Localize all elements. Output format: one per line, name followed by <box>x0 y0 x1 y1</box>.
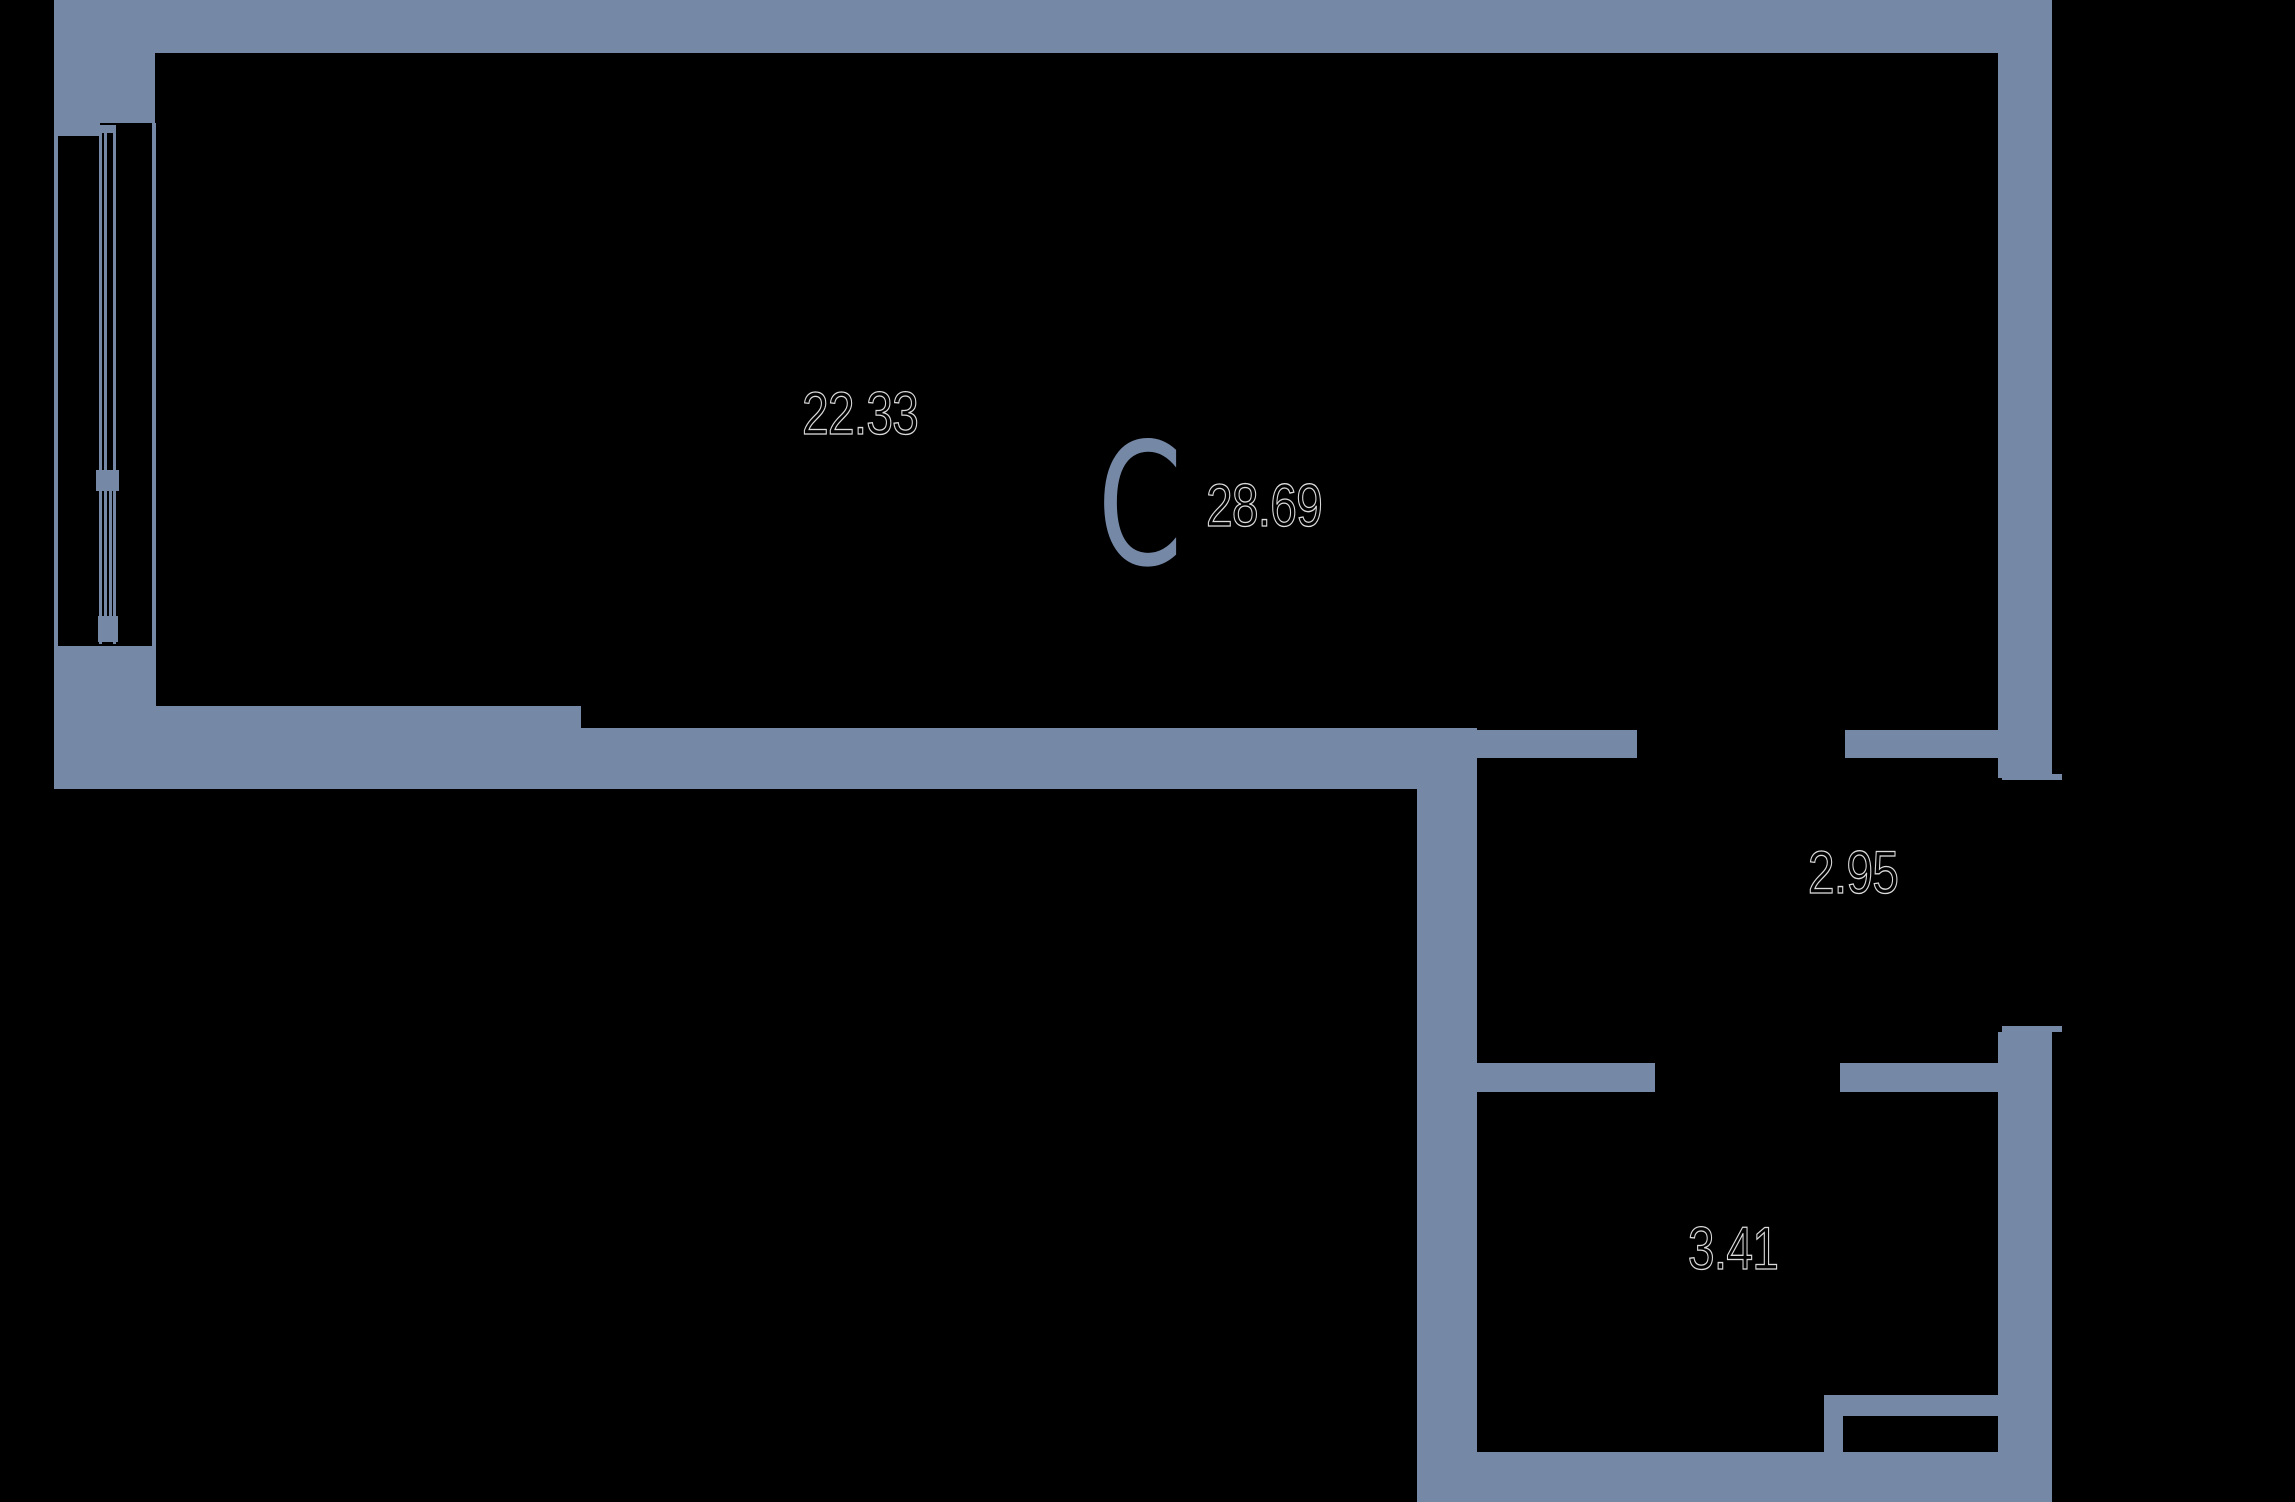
window-frame-bottom-cap <box>98 616 118 642</box>
hallway-area-label: 2.95 <box>1807 839 1899 906</box>
window-frame-right-line <box>113 125 116 644</box>
bath-door-jamb-left <box>1650 1063 1655 1092</box>
wall-hallway-left <box>1417 728 1477 1502</box>
wall-bottom-left-thick <box>54 706 581 789</box>
partition-bath-north-left <box>1477 1063 1650 1092</box>
apartment-type-letter: С <box>1097 407 1183 606</box>
entry-door-jamb-top <box>2002 774 2062 780</box>
window-frame-left-line <box>99 125 102 644</box>
window-frame-top-cap <box>99 125 116 133</box>
window-mullion-block <box>96 470 119 491</box>
wall-left-corner-block <box>54 0 155 123</box>
window-sill-step <box>54 123 100 136</box>
window-frame-inner-line <box>104 132 107 638</box>
duct-shaft-stub <box>1824 1395 1843 1452</box>
bath-door-jamb-right <box>1840 1063 1845 1092</box>
wall-bottom <box>1417 1452 2052 1502</box>
wall-right-lower <box>1998 1032 2052 1502</box>
wall-right-upper <box>1998 0 2052 778</box>
window-outer-face-line <box>54 135 58 646</box>
window-casement-line <box>109 488 112 618</box>
apartment-total-area-label: 28.69 <box>1205 472 1323 539</box>
wall-bottom-mid <box>581 728 1477 789</box>
entry-door-jamb-bottom <box>2002 1026 2062 1032</box>
duct-shaft-strip <box>1843 1395 2002 1416</box>
partition-bath-north-right <box>1845 1063 2002 1092</box>
living-room-area-label: 22.33 <box>801 380 919 447</box>
partition-hall-north-right <box>1845 730 2002 758</box>
wall-left-inner-face-line <box>152 123 156 706</box>
wall-top <box>54 0 2052 53</box>
bathroom-area-label: 3.41 <box>1687 1215 1779 1282</box>
partition-hall-north-left <box>1477 730 1637 758</box>
